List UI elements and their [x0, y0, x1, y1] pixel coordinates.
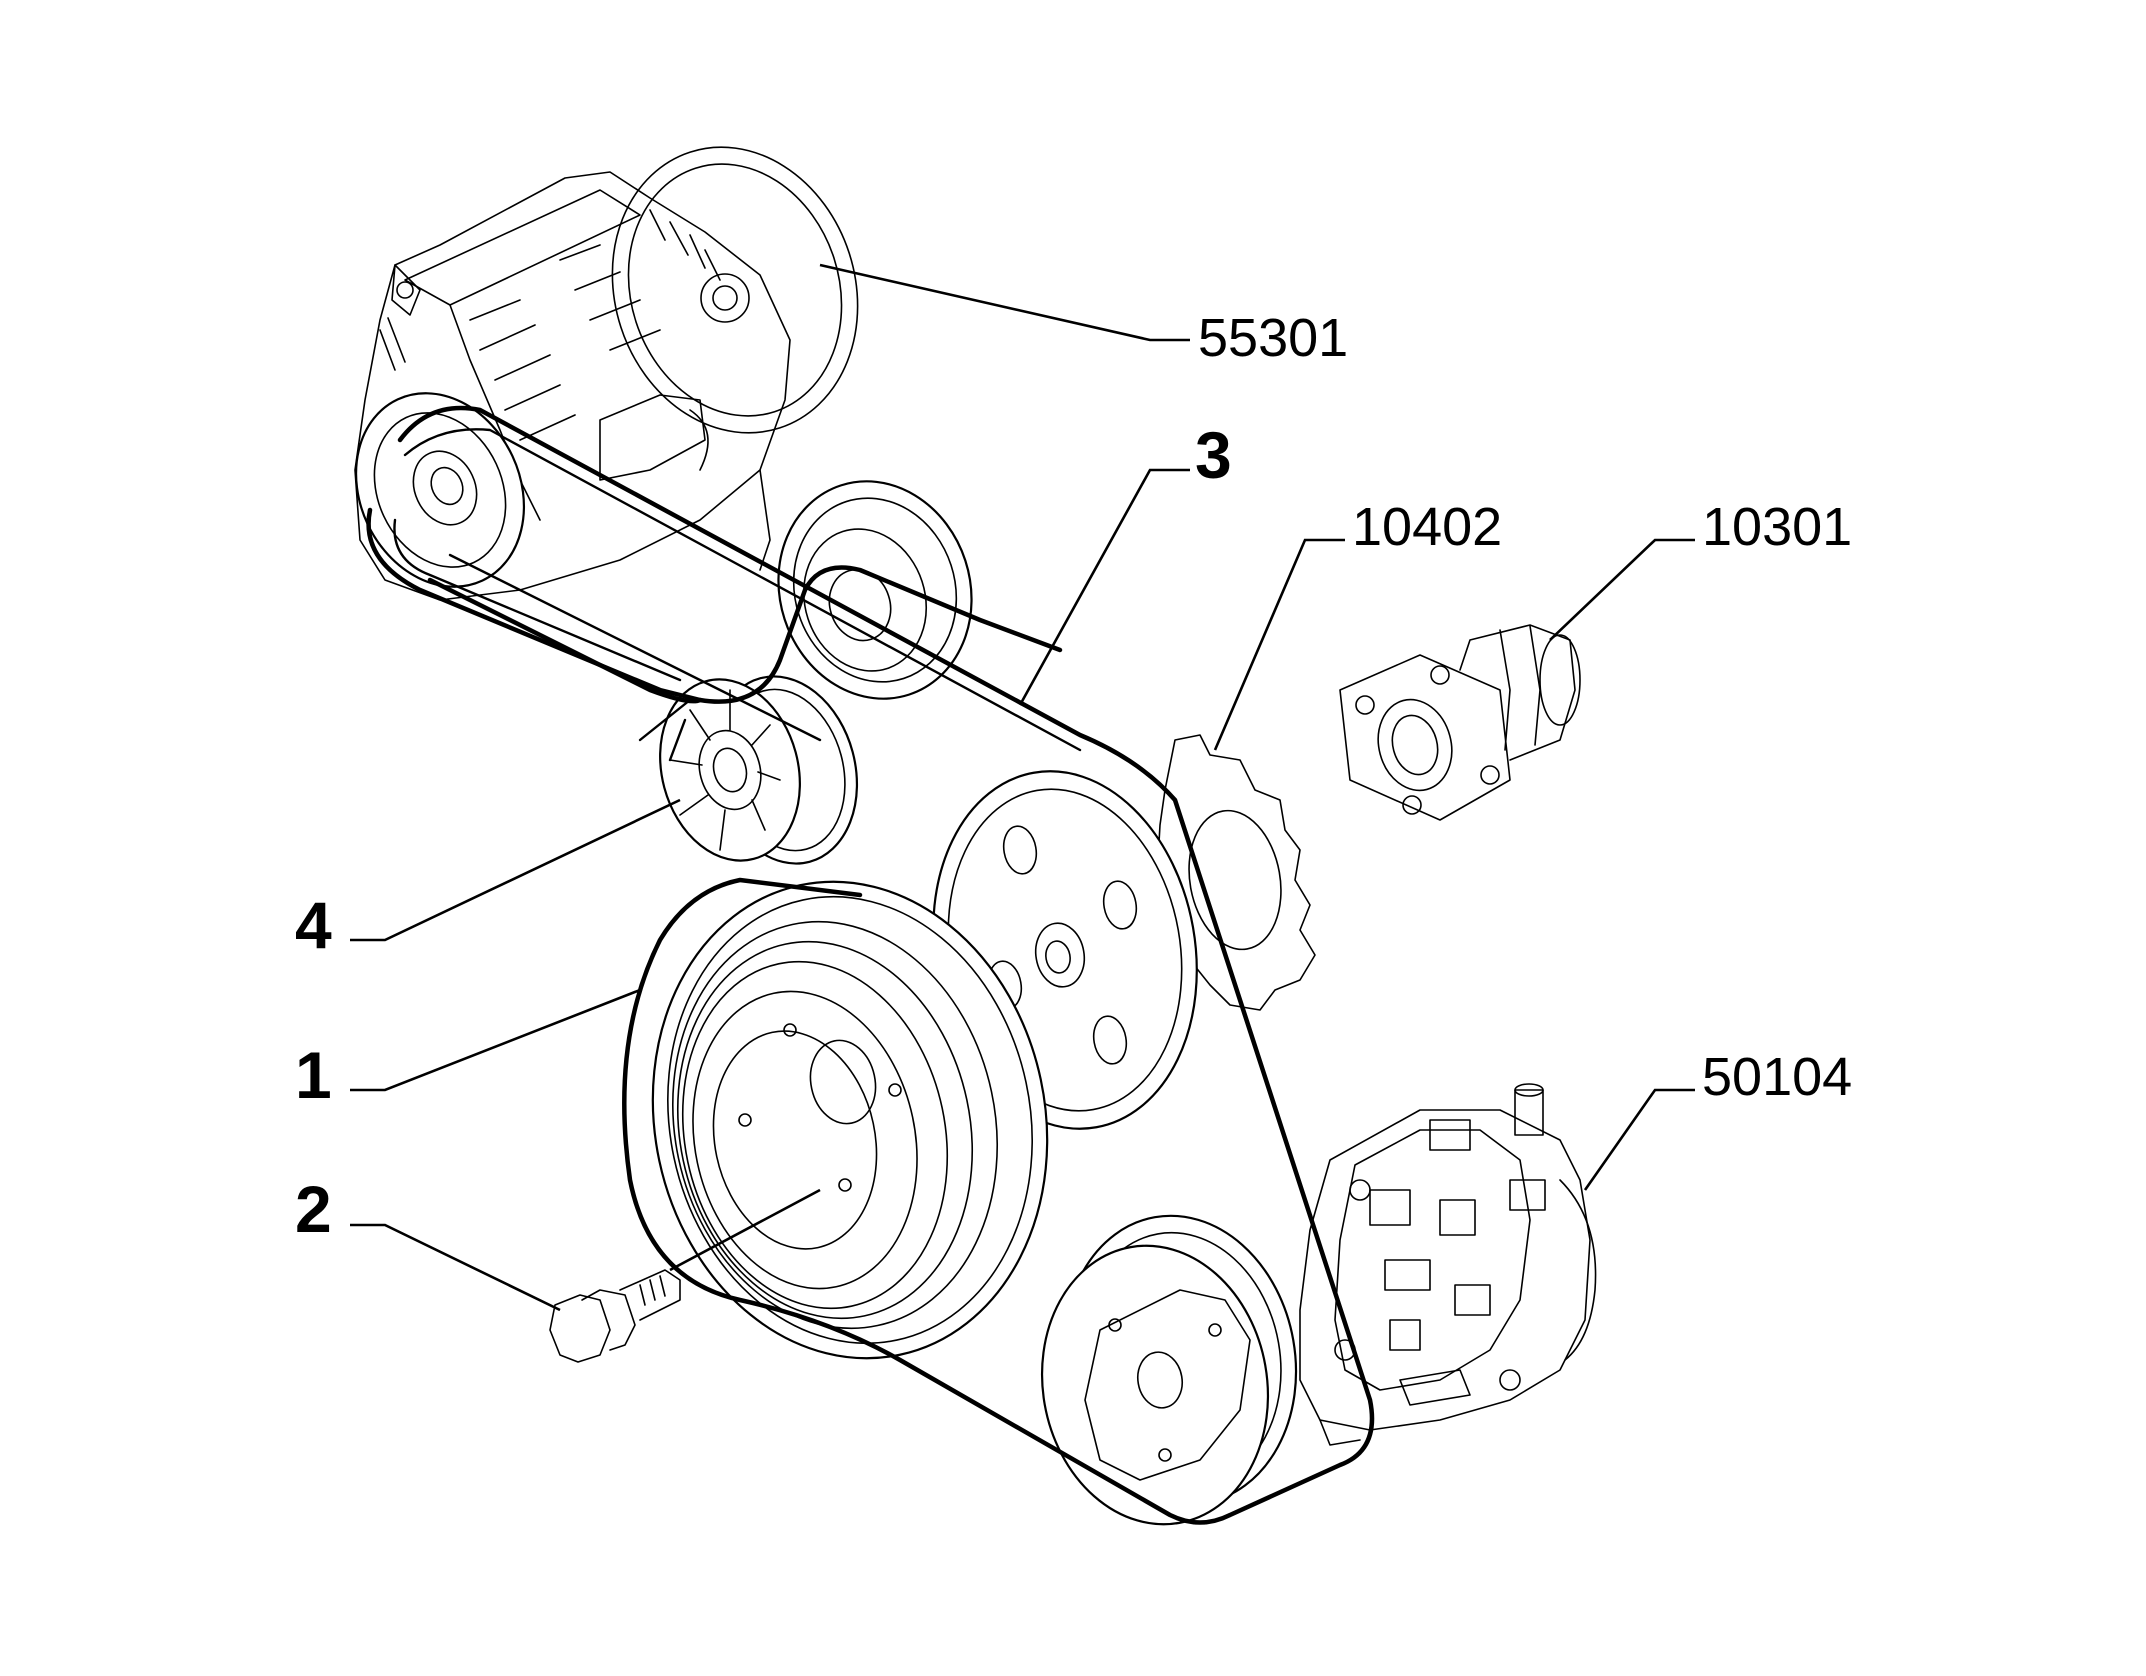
bolt-part: [549, 1269, 681, 1363]
leader-item-4: [350, 798, 681, 942]
label-item-4: 4: [295, 888, 332, 962]
tensioner-bracket-part: [1339, 624, 1581, 821]
label-10402: 10402: [1352, 497, 1502, 557]
leader-item-1: [350, 988, 641, 1092]
leader-item-3: [1018, 468, 1190, 706]
alternator-pulley: [354, 392, 526, 588]
label-item-1: 1: [295, 1038, 332, 1112]
leader-10402: [1213, 538, 1345, 751]
label-item-2: 2: [295, 1172, 332, 1246]
label-50104: 50104: [1702, 1047, 1852, 1107]
labels: 55301 3 10402 10301 50104 4 1 2: [295, 308, 1852, 1246]
leader-item-2: [350, 1223, 561, 1312]
tensioner-pulley-part: [659, 675, 859, 865]
leader-55301: [819, 263, 1190, 342]
label-10301: 10301: [1702, 497, 1852, 557]
drive-belt: [366, 405, 1375, 1525]
leader-10301: [1549, 538, 1695, 641]
crankshaft-pulley-part: [651, 880, 1049, 1360]
leader-50104: [1583, 1088, 1695, 1191]
leader-lines: [350, 263, 1695, 1312]
label-55301: 55301: [1198, 308, 1348, 368]
leader-item-2b: [669, 1188, 821, 1272]
compressor-pulley-part: [1040, 1214, 1298, 1526]
label-item-3: 3: [1195, 418, 1232, 492]
ac-compressor-part: [1299, 1083, 1597, 1446]
